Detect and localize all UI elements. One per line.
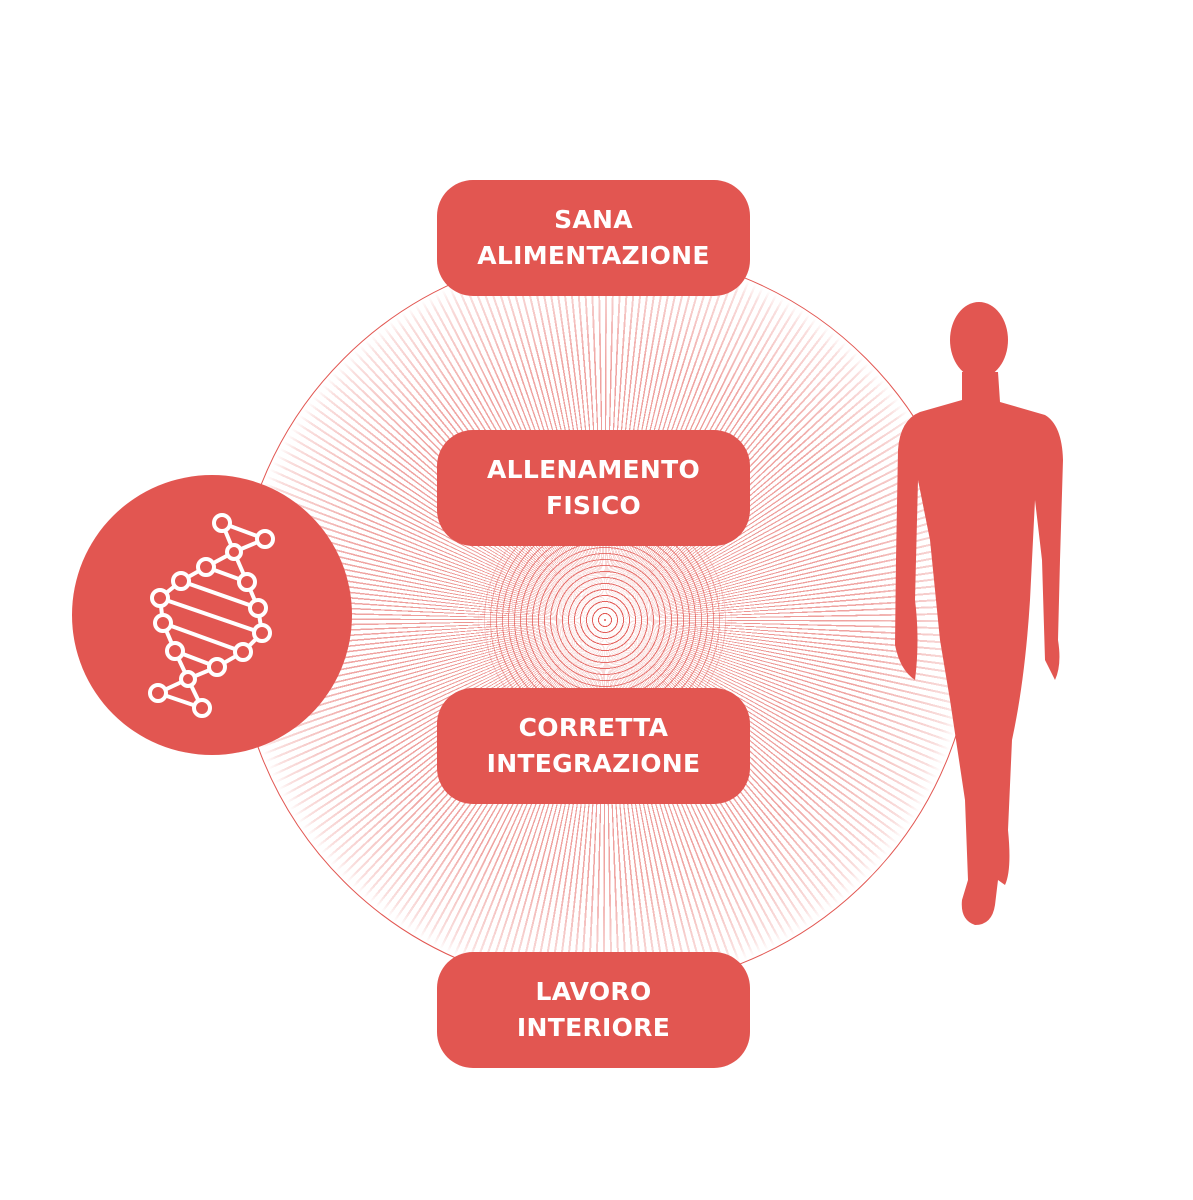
pillar-label-line1: SANA: [554, 205, 633, 234]
pillar-label-line2: INTERIORE: [516, 1013, 671, 1042]
pillar-label-line1: LAVORO: [535, 977, 652, 1006]
pillar-label-line1: ALLENAMENTO: [486, 455, 701, 484]
pillar-label-line1: CORRETTA: [518, 713, 669, 742]
pillar-sana-alimentazione: SANA ALIMENTAZIONE: [437, 180, 750, 296]
pillar-lavoro-interiore: LAVORO INTERIORE: [437, 952, 750, 1068]
pillar-label-line2: FISICO: [545, 491, 642, 520]
pillar-label-line2: INTEGRAZIONE: [486, 749, 701, 778]
pillar-corretta-integrazione: CORRETTA INTEGRAZIONE: [437, 688, 750, 804]
pillar-label-line2: ALIMENTAZIONE: [477, 241, 710, 270]
pillar-allenamento-fisico: ALLENAMENTO FISICO: [437, 430, 750, 546]
